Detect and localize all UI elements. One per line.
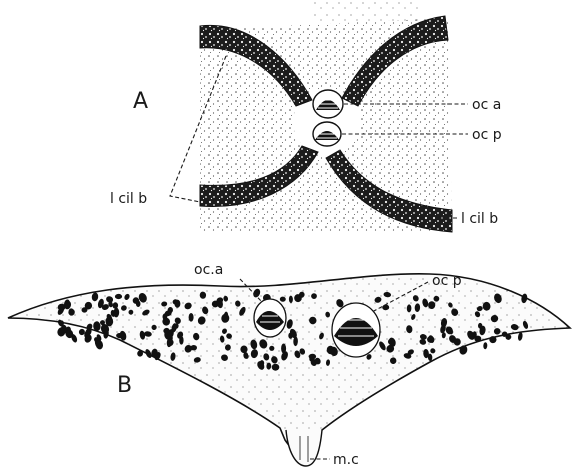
granule [272,364,280,371]
panel-b-body-stipple [8,274,570,454]
panel-a-letter: A [133,89,148,114]
label-l-cil-b-right: l cil b [461,211,498,227]
label-oc-p: oc p [472,127,502,143]
panel-a: A oc a oc p l cil b l cil b [110,0,502,232]
granule [269,346,274,351]
ocellus-anterior-icon [313,90,343,118]
panel-b: B oc.a oc p m.c [8,262,570,468]
granule [189,313,194,322]
granule [79,329,85,336]
median-canal-process [286,430,322,466]
label-b-oc-a: oc.a [194,262,223,278]
granule [483,342,487,349]
label-m-c: m.c [333,452,359,468]
granule [179,336,183,345]
label-b-oc-p: oc p [432,273,462,289]
label-l-cil-b-left: l cil b [110,191,147,207]
panel-a-upper-stipple [310,0,420,25]
panel-b-letter: B [117,373,132,398]
ocellus-posterior-icon [313,122,341,146]
label-oc-a: oc a [472,97,501,113]
section-ocellus-anterior-icon [254,299,286,337]
